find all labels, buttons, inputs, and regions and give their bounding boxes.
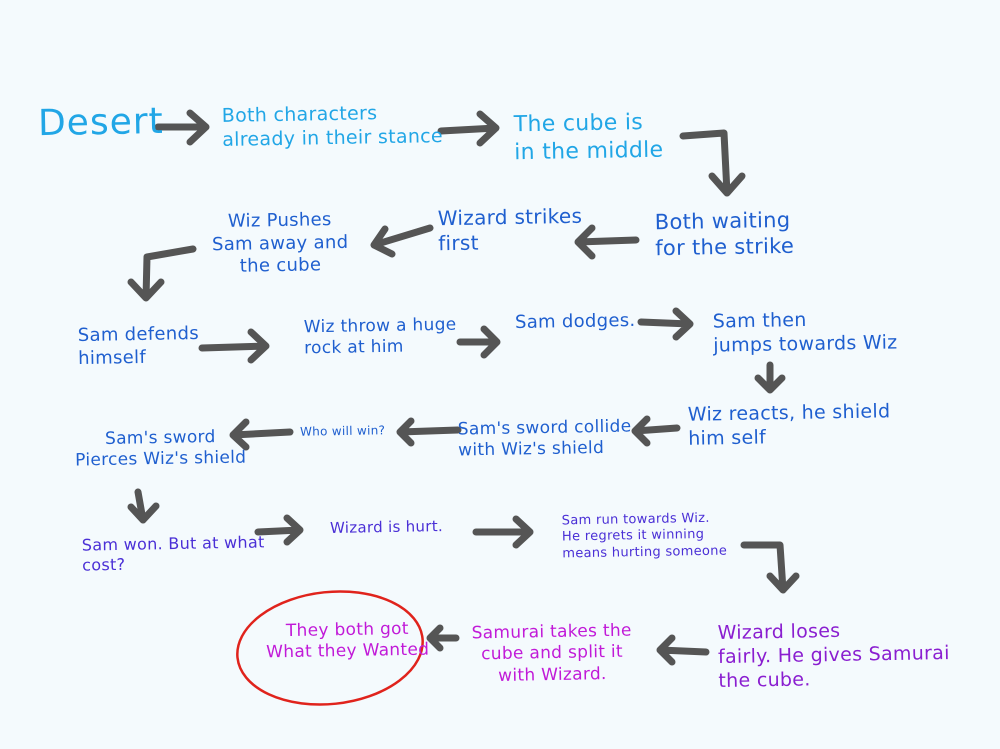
node-sam-won: Sam won. But at what cost?	[81, 532, 265, 575]
arrow-stance-to-cube	[437, 110, 500, 147]
arrow-takes-to-both	[426, 624, 460, 652]
arrow-defends-to-throw	[198, 328, 270, 364]
node-wiz-reacts: Wiz reacts, he shield him self	[687, 400, 891, 450]
arrow-dodges-to-jumps	[637, 307, 694, 341]
node-wizard-hurt: Wizard is hurt.	[329, 517, 444, 537]
node-sam-defends: Sam defends himself	[77, 322, 200, 369]
arrow-whowin-to-pierces	[229, 418, 294, 451]
node-stance: Both characters already in their stance	[221, 102, 444, 151]
arrow-jumps-to-reacts	[754, 361, 786, 394]
arrow-pierces-to-won	[127, 488, 160, 524]
arrow-collide-to-whowin	[396, 417, 462, 447]
node-wizard-loses: Wizard loses fairly. He gives Samurai th…	[717, 619, 950, 692]
node-sword-pierces: Sam's sword Pierces Wiz's shield	[75, 427, 247, 471]
arrow-reacts-to-collide	[631, 415, 681, 447]
node-wiz-throw: Wiz throw a huge rock at him	[303, 314, 457, 359]
highlight-circle	[236, 590, 424, 706]
node-desert: Desert	[37, 100, 165, 145]
arrow-pushes-to-defends	[127, 245, 197, 302]
node-sam-dodges: Sam dodges.	[514, 309, 636, 334]
arrow-run-to-loses	[740, 541, 800, 594]
node-sam-run: Sam run towards Wiz. He regrets it winni…	[561, 510, 728, 561]
arrow-hurt-to-run	[472, 515, 534, 549]
arrow-waiting-to-strikes	[574, 224, 640, 260]
node-wiz-pushes: Wiz Pushes Sam away and the cube	[211, 209, 349, 277]
node-wizard-strikes: Wizard strikes first	[437, 203, 583, 256]
arrow-loses-to-takes	[656, 634, 710, 666]
node-both-got: They both got What they Wanted	[266, 618, 430, 663]
node-sam-jumps: Sam then jumps towards Wiz	[712, 308, 898, 357]
node-cube-middle: The cube is in the middle	[513, 110, 664, 165]
arrow-throw-to-dodges	[456, 325, 501, 359]
arrow-won-to-hurt	[254, 514, 304, 546]
node-who-will-win: Who will win?	[299, 423, 386, 439]
arrow-strikes-to-pushes	[370, 224, 434, 258]
node-sword-collide: Sam's sword collide with Wiz's shield	[457, 416, 632, 461]
node-waiting: Both waiting for the strike	[654, 207, 795, 261]
arrow-cube-to-waiting	[679, 129, 746, 197]
node-samurai-takes: Samurai takes the cube and split it with…	[471, 620, 632, 686]
arrow-desert-to-stance	[154, 109, 210, 146]
